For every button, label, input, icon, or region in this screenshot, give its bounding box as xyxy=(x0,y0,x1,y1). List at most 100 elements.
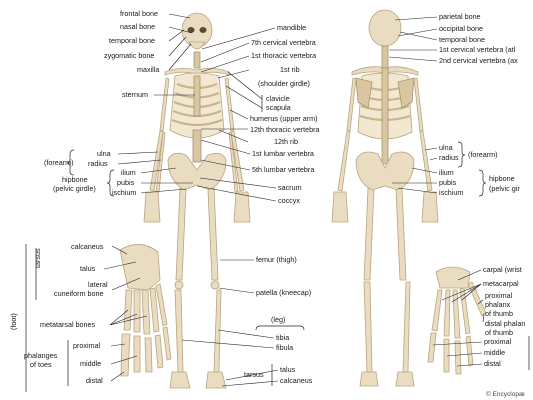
hipbone-brace-right xyxy=(478,169,487,197)
front-right-hand xyxy=(233,191,251,223)
label-ulna-back: ulna xyxy=(439,143,453,152)
label-coccyx: coccyx xyxy=(278,196,300,205)
label-proximal-thumb-1: proximal xyxy=(485,291,513,300)
label-pubis-front: pubis xyxy=(117,178,135,187)
front-left-femur xyxy=(175,187,187,281)
back-spine xyxy=(381,67,389,165)
label-radius-front: radius xyxy=(88,159,108,168)
back-skeleton xyxy=(331,9,439,387)
label-cervical-2: 2nd cervical vertebra (ax xyxy=(439,56,518,65)
labels: frontal bone nasal bone temporal bone zy… xyxy=(9,9,525,398)
label-proximal-thumb-3: of thumb xyxy=(485,309,513,318)
forearm-brace-right xyxy=(457,141,466,168)
label-pubis-back: pubis xyxy=(439,178,457,187)
label-fibula: fibula xyxy=(276,343,293,352)
label-cervical-7: 7th cervical vertebra xyxy=(251,38,316,47)
label-patella: patella (kneecap) xyxy=(256,288,311,297)
label-leg: (leg) xyxy=(271,315,285,324)
label-sternum: sternum xyxy=(122,90,148,99)
label-forearm-right: (forearm) xyxy=(468,150,498,159)
label-distal-thumb-2: of thumb xyxy=(485,328,513,337)
label-temporal-bone-front: temporal bone xyxy=(109,36,155,45)
label-proximal-thumb-2: phalanx xyxy=(485,300,511,309)
label-occipital-bone: occipital bone xyxy=(439,24,483,33)
label-lateral-cuneiform-2: cuneiform bone xyxy=(54,289,104,298)
hand-carpals xyxy=(435,266,471,289)
front-right-foot xyxy=(205,371,227,389)
label-phalanges-foot-1: phalanges xyxy=(24,351,58,360)
label-rib-12: 12th rib xyxy=(274,137,298,146)
label-metacarpal: metacarpal xyxy=(483,279,519,288)
right-eye-socket xyxy=(199,27,207,33)
label-shoulder-girdle: (shoulder girdle) xyxy=(258,79,310,88)
label-metatarsal-bones: metatarsal bones xyxy=(40,320,96,329)
front-cervical-spine xyxy=(193,51,201,69)
label-parietal-bone: parietal bone xyxy=(439,12,481,21)
label-carpal: carpal (wrist xyxy=(483,265,522,274)
front-left-hand xyxy=(143,191,161,223)
label-cervical-1: 1st cervical vertebra (atl xyxy=(439,45,516,54)
back-skull xyxy=(368,9,402,47)
label-hipbone-front-1: hipbone xyxy=(62,175,88,184)
label-calcaneus-bottom: calcaneus xyxy=(280,376,313,385)
front-left-foot xyxy=(169,371,191,389)
label-femur: femur (thigh) xyxy=(256,255,297,264)
back-right-scapula xyxy=(397,77,415,109)
label-ischium-front: ischium xyxy=(112,188,136,197)
front-left-humerus xyxy=(159,77,170,132)
forearm-brace-left xyxy=(66,149,75,176)
label-middle-hand: middle xyxy=(484,348,505,357)
label-lumbar-5: 5th lumbar vertebra xyxy=(252,165,314,174)
label-ulna-front: ulna xyxy=(97,149,111,158)
label-rib-1: 1st rib xyxy=(280,65,300,74)
front-lumbar-spine xyxy=(192,129,202,163)
label-talus-foot: talus xyxy=(80,264,96,273)
label-scapula: scapula xyxy=(266,103,291,112)
credit-text: © Encyclopæ xyxy=(486,390,525,398)
front-right-humerus xyxy=(224,77,235,132)
label-zygomatic-bone: zygomatic bone xyxy=(104,51,154,60)
label-mandible: mandible xyxy=(277,23,306,32)
label-maxilla: maxilla xyxy=(137,65,159,74)
foot-tarsals xyxy=(119,244,161,291)
label-middle-foot: middle xyxy=(80,359,101,368)
label-distal-foot: distal xyxy=(86,376,103,385)
foot-inset xyxy=(119,244,172,377)
label-ischium-back: ischium xyxy=(439,188,463,197)
label-lateral-cuneiform-1: lateral xyxy=(88,280,108,289)
label-distal-hand: distal xyxy=(484,359,501,368)
label-thoracic-1: 1st thoracic vertebra xyxy=(251,51,316,60)
front-right-femur xyxy=(207,187,219,281)
label-sacrum: sacrum xyxy=(278,183,302,192)
front-sternum xyxy=(193,75,201,117)
label-hipbone-back-1: hipbone xyxy=(489,174,515,183)
back-cervical-spine xyxy=(381,45,389,69)
label-humerus: humerus (upper arm) xyxy=(250,114,318,123)
label-tibia: tibia xyxy=(276,333,289,342)
label-temporal-bone-back: temporal bone xyxy=(439,35,485,44)
label-proximal-foot: proximal xyxy=(73,341,101,350)
leader-lines xyxy=(103,13,485,387)
back-left-hand xyxy=(331,191,349,223)
hand-inset xyxy=(427,266,487,375)
label-tarsus-bottom: tarsus xyxy=(244,370,264,379)
back-pelvis xyxy=(355,151,415,191)
label-proximal-hand: proximal xyxy=(484,337,512,346)
label-nasal-bone: nasal bone xyxy=(120,22,155,31)
label-forearm-left: (forearm) xyxy=(44,158,74,167)
label-lumbar-1: 1st lumbar vertebra xyxy=(252,149,314,158)
label-ilium-front: ilium xyxy=(121,168,136,177)
label-radius-back: radius xyxy=(439,153,459,162)
label-talus-bottom: talus xyxy=(280,365,296,374)
hand-thumb xyxy=(467,281,487,317)
front-mandible xyxy=(188,41,206,50)
label-thoracic-12: 12th thoracic vertebra xyxy=(250,125,320,134)
label-tarsus-foot: tarsus xyxy=(33,248,42,268)
label-hipbone-back-2: (pelvic gir xyxy=(489,184,520,193)
label-hipbone-front-2: (pelvic girdle) xyxy=(53,184,96,193)
front-skeleton xyxy=(143,12,251,389)
label-ilium-back: ilium xyxy=(439,168,454,177)
back-right-hand xyxy=(421,191,439,223)
front-pelvis xyxy=(167,152,227,191)
